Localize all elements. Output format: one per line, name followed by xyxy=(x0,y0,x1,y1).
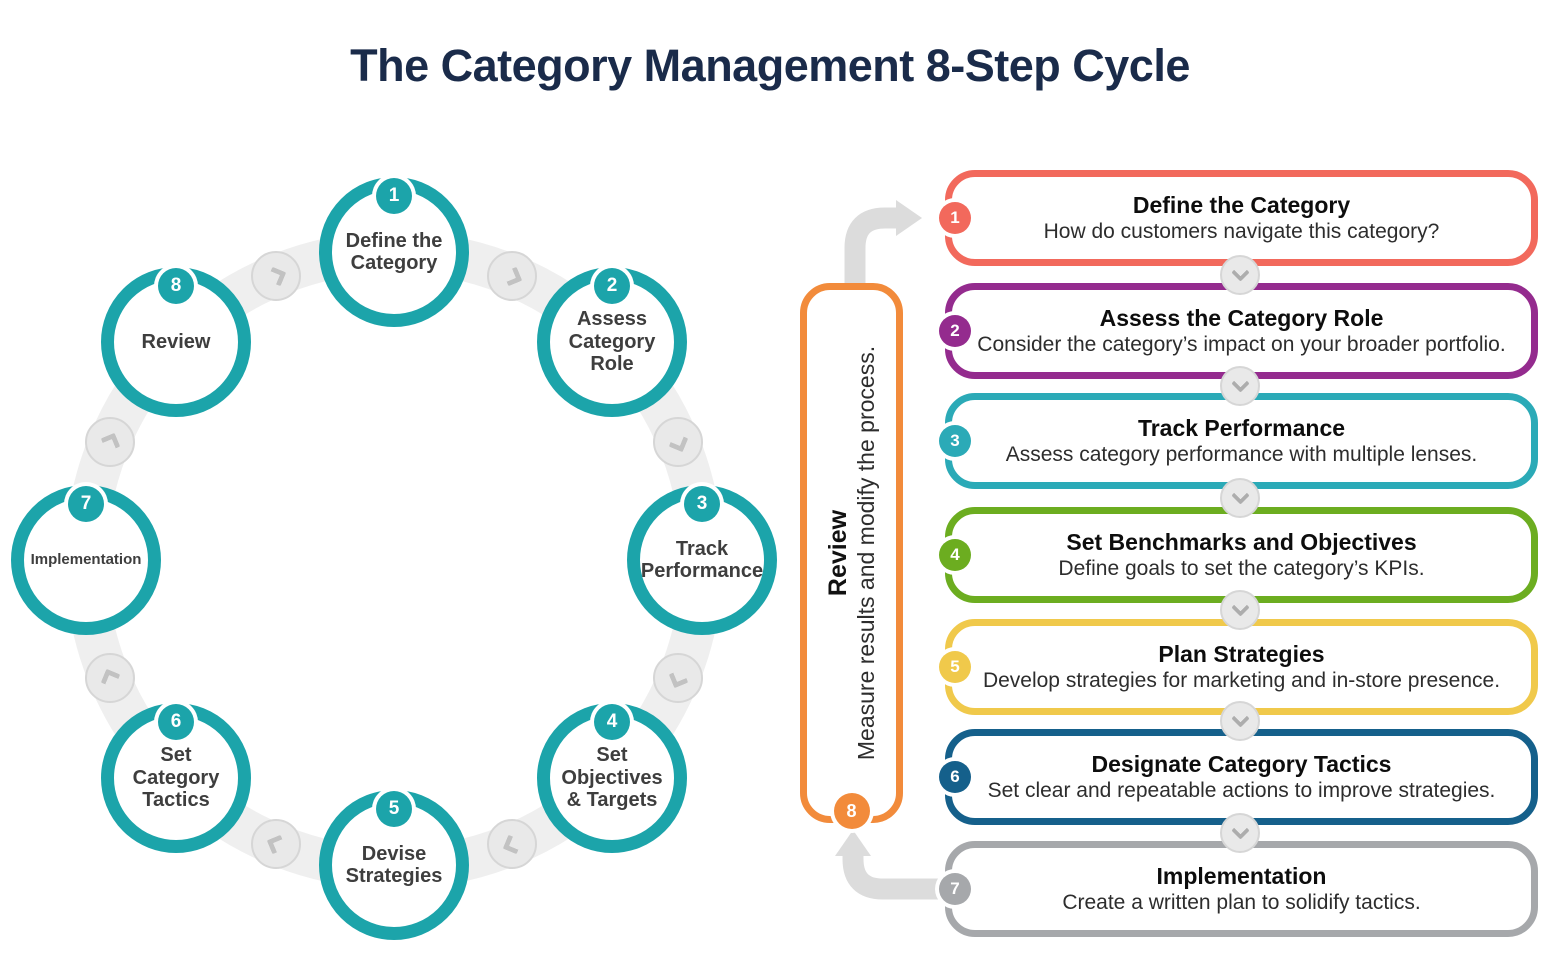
step-card-3: 3 Track Performance Assess category perf… xyxy=(939,393,1538,489)
card-title: Designate Category Tactics xyxy=(1091,750,1392,777)
card-connector-5-6 xyxy=(1220,701,1260,741)
review-card-title: Review xyxy=(823,509,852,597)
cycle-step-label: Track Performance xyxy=(640,537,764,582)
step-number-badge: 2 xyxy=(594,268,630,304)
chevron-icon xyxy=(100,668,120,688)
card-number-badge: 5 xyxy=(939,651,971,683)
card-description: Define goals to set the category’s KPIs. xyxy=(1058,557,1425,581)
card-number-badge: 2 xyxy=(939,315,971,347)
step-card-2: 2 Assess the Category Role Consider the … xyxy=(939,283,1538,379)
card-number-badge: 6 xyxy=(939,761,971,793)
cycle-step-label: Implementation xyxy=(30,550,142,568)
step-number-badge: 4 xyxy=(594,704,630,740)
chevron-icon xyxy=(668,668,688,688)
card-title: Assess the Category Role xyxy=(1099,304,1384,331)
cycle-arrow-3-to-4 xyxy=(653,653,703,703)
card-connector-6-7 xyxy=(1220,813,1260,853)
cycle-step-6: 6 Set Category Tactics xyxy=(101,703,251,853)
step-number-badge: 5 xyxy=(376,791,412,827)
cycle-step-2: 2 Assess Category Role xyxy=(537,267,687,417)
cycle-step-1: 1 Define the Category xyxy=(319,177,469,327)
chevron-icon xyxy=(266,266,286,286)
card-description: Create a written plan to solidify tactic… xyxy=(1062,891,1421,915)
chevron-down-icon xyxy=(1230,598,1250,617)
card-number-badge: 1 xyxy=(939,202,971,234)
card-title: Set Benchmarks and Objectives xyxy=(1066,528,1417,555)
card-connector-3-4 xyxy=(1220,478,1260,518)
step-card-7: 7 Implementation Create a written plan t… xyxy=(939,841,1538,937)
cycle-arrow-4-to-5 xyxy=(487,819,537,869)
card-connector-4-5 xyxy=(1220,590,1260,630)
step-number-badge: 1 xyxy=(376,178,412,214)
step7-to-review-arrow xyxy=(835,830,938,900)
review-to-step1-arrow xyxy=(844,200,922,286)
card-description: Consider the category’s impact on your b… xyxy=(977,333,1506,357)
step-number-badge: 6 xyxy=(158,704,194,740)
cycle-diagram: 1 Define the Category 2 Assess Category … xyxy=(11,177,777,940)
cycle-step-5: 5 Devise Strategies xyxy=(319,790,469,940)
chevron-down-icon xyxy=(1230,263,1250,282)
review-card-text: Review Measure results and modify the pr… xyxy=(823,293,879,813)
card-description: Assess category performance with multipl… xyxy=(1005,443,1478,467)
cycle-step-label: Set Category Tactics xyxy=(132,744,220,812)
step-number-badge: 8 xyxy=(158,268,194,304)
cycle-arrow-1-to-2 xyxy=(487,251,537,301)
cycle-step-label: Set Objectives & Targets xyxy=(561,744,663,812)
cycle-step-3: 3 Track Performance xyxy=(627,485,777,635)
chevron-icon xyxy=(100,432,120,452)
chevron-down-icon xyxy=(1230,821,1250,840)
card-description: Set clear and repeatable actions to impr… xyxy=(987,779,1496,803)
cycle-step-8: 8 Review xyxy=(101,267,251,417)
chevron-down-icon xyxy=(1230,374,1250,393)
step-number-badge: 7 xyxy=(68,486,104,522)
chevron-icon xyxy=(668,432,688,452)
cycle-step-label: Devise Strategies xyxy=(345,842,443,887)
cycle-step-label: Assess Category Role xyxy=(568,308,656,376)
cycle-step-label: Review xyxy=(141,330,211,353)
review-number-badge: 8 xyxy=(833,793,870,829)
step-number-badge: 3 xyxy=(684,486,720,522)
cycle-step-4: 4 Set Objectives & Targets xyxy=(537,703,687,853)
cycle-arrow-2-to-3 xyxy=(653,417,703,467)
card-connector-1-2 xyxy=(1220,255,1260,295)
chevron-down-icon xyxy=(1230,709,1250,728)
card-title: Plan Strategies xyxy=(1158,640,1325,667)
card-title: Define the Category xyxy=(1132,191,1351,218)
step-card-1: 1 Define the Category How do customers n… xyxy=(939,170,1538,266)
cycle-arrow-7-to-8 xyxy=(85,417,135,467)
review-card: Review Measure results and modify the pr… xyxy=(800,283,903,829)
card-connector-2-3 xyxy=(1220,366,1260,406)
chevron-icon xyxy=(502,266,522,286)
card-title: Implementation xyxy=(1156,862,1327,889)
chevron-down-icon xyxy=(1230,486,1250,505)
card-description: How do customers navigate this category? xyxy=(1043,220,1440,244)
chevron-icon xyxy=(502,834,522,854)
card-number-badge: 7 xyxy=(939,873,971,905)
review-card-description: Measure results and modify the process. xyxy=(852,345,879,761)
cycle-step-label: Define the Category xyxy=(345,229,443,274)
page-title: The Category Management 8-Step Cycle xyxy=(350,40,1190,91)
card-description: Develop strategies for marketing and in-… xyxy=(982,669,1501,693)
card-title: Track Performance xyxy=(1137,414,1346,441)
chevron-icon xyxy=(266,834,286,854)
cycle-step-7: 7 Implementation xyxy=(11,485,161,635)
cycle-arrow-8-to-1 xyxy=(251,251,301,301)
step-card-6: 6 Designate Category Tactics Set clear a… xyxy=(939,729,1538,825)
cycle-arrow-6-to-7 xyxy=(85,653,135,703)
card-number-badge: 4 xyxy=(939,539,971,571)
step-card-4: 4 Set Benchmarks and Objectives Define g… xyxy=(939,507,1538,603)
card-number-badge: 3 xyxy=(939,425,971,457)
cycle-arrow-5-to-6 xyxy=(251,819,301,869)
